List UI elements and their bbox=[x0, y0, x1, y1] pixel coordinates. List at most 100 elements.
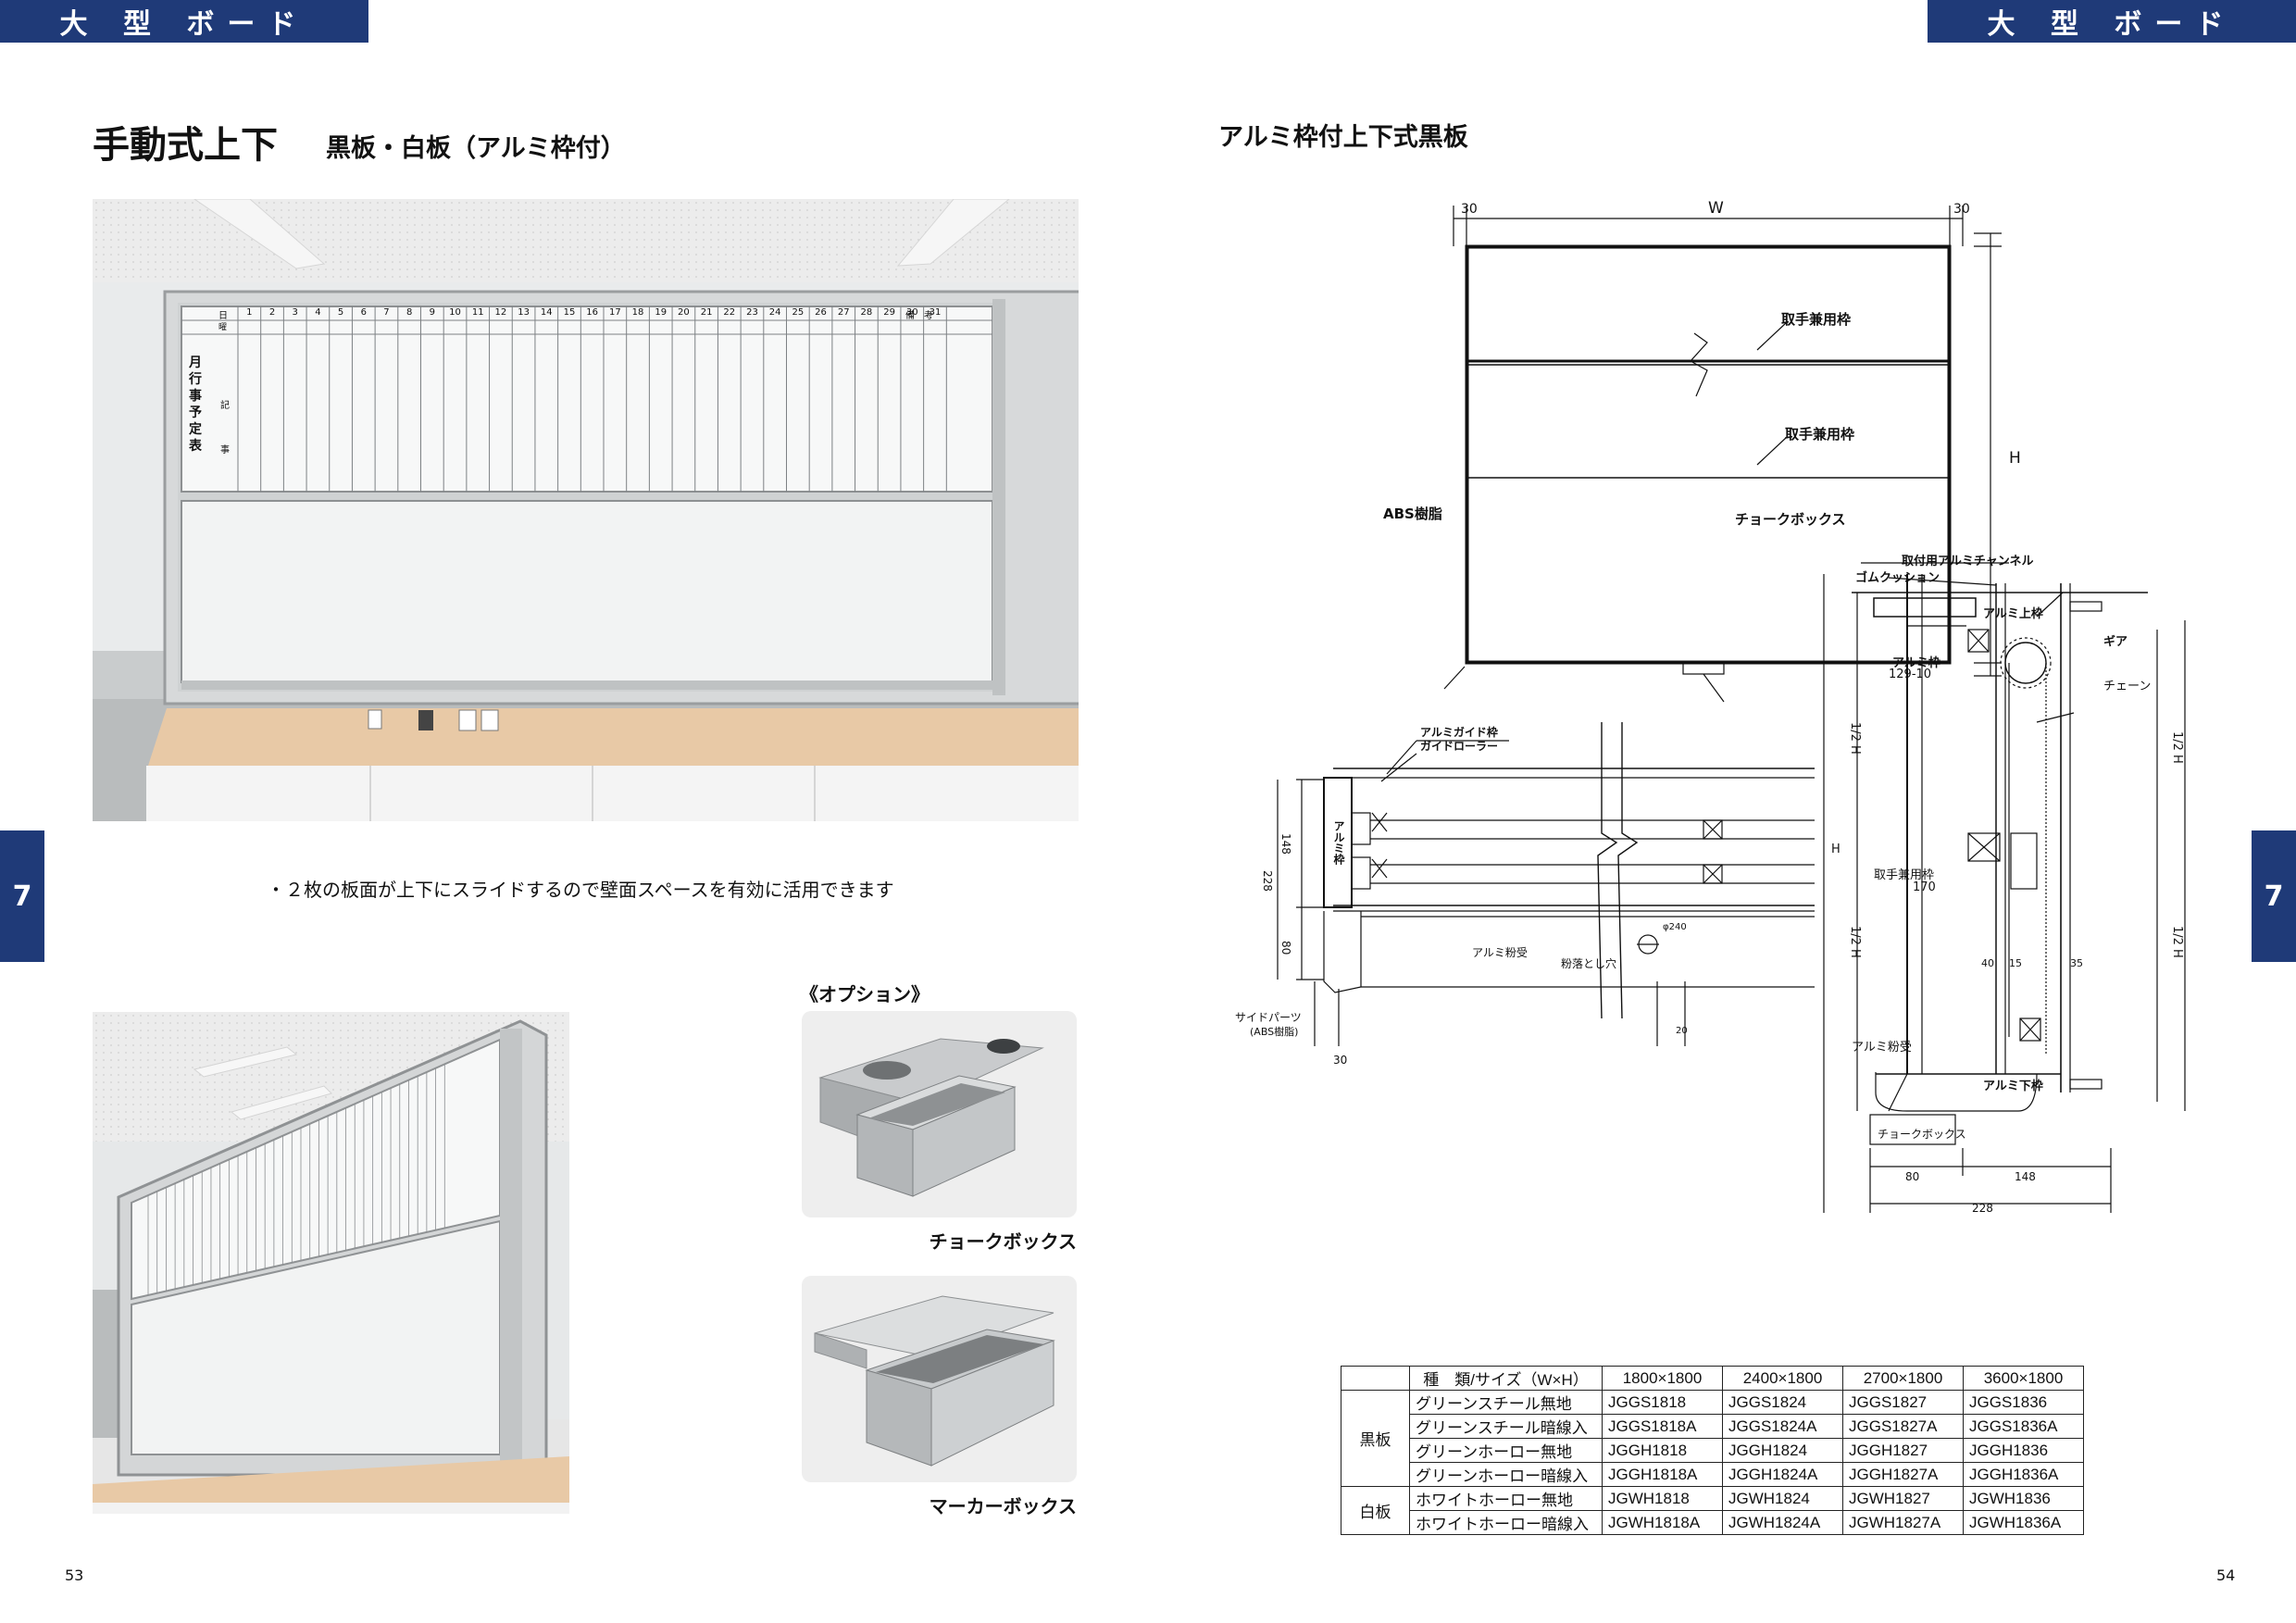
spec-table-cell: グリーンホーロー無地 bbox=[1409, 1438, 1603, 1463]
label-gear: ギア bbox=[2103, 635, 2128, 649]
label-dim-148: 148 bbox=[2015, 1170, 2036, 1183]
spec-table-cell: グリーンスチール暗線入 bbox=[1409, 1414, 1603, 1439]
chapter-tab-left: 7 bbox=[0, 830, 44, 962]
spec-table-cell: JGGH1818A bbox=[1602, 1462, 1723, 1487]
chapter-tab-right: 7 bbox=[2252, 830, 2296, 962]
spec-table-header-cell: 3600×1800 bbox=[1963, 1366, 2084, 1391]
schedule-day-label: 日 bbox=[218, 311, 228, 321]
schedule-day-number: 3 bbox=[292, 307, 298, 318]
spec-table-cell: JGWH1836A bbox=[1963, 1510, 2084, 1535]
spec-table-cell: JGWH1818 bbox=[1602, 1486, 1723, 1511]
label-powder-tray-plan: アルミ粉受 bbox=[1472, 946, 1528, 959]
spec-table-cell: グリーンホーロー暗線入 bbox=[1409, 1462, 1603, 1487]
label-half-h-4: 1/2 H bbox=[1848, 926, 1862, 958]
svg-text:30: 30 bbox=[1953, 202, 1970, 217]
spec-table-cell: JGGS1827A bbox=[1842, 1414, 1964, 1439]
label-dim-80-left: 80 bbox=[1279, 941, 1292, 955]
label-alu-frame-vertical: アルミ枠 bbox=[1332, 820, 1345, 865]
schedule-day-number: 19 bbox=[655, 307, 668, 318]
schedule-vertical-kiji: 記事 bbox=[220, 401, 230, 456]
label-chalk-box-small: チョークボックス bbox=[1878, 1128, 1966, 1141]
label-dim-148-left: 148 bbox=[1279, 833, 1292, 855]
schedule-youbi-label: 曜 bbox=[218, 323, 228, 332]
spec-table-cell: JGGH1824 bbox=[1722, 1438, 1843, 1463]
dim-w: W bbox=[1708, 199, 1724, 218]
header-tab-right: 大 型 ボード bbox=[1928, 0, 2296, 43]
spec-table-cell: グリーンスチール無地 bbox=[1409, 1390, 1603, 1415]
spec-table-cell: ホワイトホーロー暗線入 bbox=[1409, 1510, 1603, 1535]
schedule-day-number: 25 bbox=[792, 307, 805, 318]
drawing-title: アルミ枠付上下式黒板 bbox=[1218, 123, 1468, 152]
label-dim-15: 15 bbox=[2009, 957, 2022, 969]
schedule-day-number: 23 bbox=[746, 307, 758, 318]
spec-table-cell: JGWH1824 bbox=[1722, 1486, 1843, 1511]
label-alu-frame: アルミ枠 bbox=[1892, 656, 1940, 670]
label-dim-40: 40 bbox=[1981, 957, 1994, 969]
label-dim-h-section: H bbox=[1831, 843, 1841, 856]
schedule-day-number: 2 bbox=[268, 307, 276, 318]
schedule-day-number: 5 bbox=[337, 307, 344, 318]
schedule-vertical-title: 月行事予定表 bbox=[189, 356, 202, 454]
label-half-h-1: 1/2 H bbox=[2170, 731, 2184, 764]
schedule-day-number: 28 bbox=[860, 307, 873, 318]
label-phi: φ240 bbox=[1663, 922, 1687, 932]
dim-h: H bbox=[2009, 449, 2021, 468]
schedule-day-number: 20 bbox=[678, 307, 690, 318]
label-handle-frame-2: 取手兼用枠 bbox=[1785, 426, 1855, 443]
label-abs-resin: ABS樹脂 bbox=[1383, 506, 1442, 522]
perspective-board-photo bbox=[93, 1012, 569, 1514]
spec-table-cell: ホワイトホーロー無地 bbox=[1409, 1486, 1603, 1511]
spec-table-cell: JGGS1818A bbox=[1602, 1414, 1723, 1439]
label-channel: 取付用アルミチャンネル bbox=[1902, 555, 2034, 568]
chalk-box-image bbox=[818, 1038, 1044, 1197]
label-handle-170: 170 bbox=[1913, 880, 1936, 894]
page-number-right: 54 bbox=[2216, 1567, 2236, 1584]
schedule-day-number: 15 bbox=[563, 307, 576, 318]
label-dim-35: 35 bbox=[2070, 957, 2083, 969]
spec-table-cell: JGWH1818A bbox=[1602, 1510, 1723, 1535]
spec-table-cell: JGWH1827 bbox=[1842, 1486, 1964, 1511]
spec-table-cell: JGGH1824A bbox=[1722, 1462, 1843, 1487]
spec-table-cell: JGGS1824A bbox=[1722, 1414, 1843, 1439]
spec-table-header-cell: 1800×1800 bbox=[1602, 1366, 1723, 1391]
schedule-day-number: 12 bbox=[494, 307, 507, 318]
label-alu-powder-tray: アルミ粉受 bbox=[1852, 1041, 1912, 1055]
schedule-day-number: 11 bbox=[471, 307, 484, 318]
schedule-day-number: 30 bbox=[905, 307, 918, 318]
spec-table-group-cell: 黒板 bbox=[1341, 1390, 1410, 1487]
schedule-day-number: 9 bbox=[429, 307, 436, 318]
label-half-h-2: 1/2 H bbox=[2170, 926, 2184, 958]
label-half-h-3: 1/2 H bbox=[1848, 722, 1862, 755]
marker-box-caption: マーカーボックス bbox=[929, 1495, 1077, 1517]
schedule-day-number: 8 bbox=[406, 307, 413, 318]
label-guide-frame: アルミガイド枠 bbox=[1420, 726, 1498, 739]
spec-table-cell: JGWH1836 bbox=[1963, 1486, 2084, 1511]
spec-table-cell: JGGS1827 bbox=[1842, 1390, 1964, 1415]
schedule-day-number: 22 bbox=[723, 307, 736, 318]
marker-box-photo bbox=[802, 1276, 1077, 1482]
schedule-day-number: 31 bbox=[929, 307, 942, 318]
schedule-day-number: 4 bbox=[315, 307, 321, 318]
label-chain: チェーン bbox=[2103, 680, 2152, 693]
schedule-day-number: 26 bbox=[815, 307, 827, 318]
header-tab-left: 大 型 ボード bbox=[0, 0, 368, 43]
schedule-day-number: 18 bbox=[631, 307, 644, 318]
page-number-left: 53 bbox=[65, 1567, 84, 1584]
spec-table-cell: JGGH1836A bbox=[1963, 1462, 2084, 1487]
label-rubber-cushion: ゴムクッション bbox=[1855, 571, 1940, 585]
spec-table-header-cell: 種 類/サイズ（W×H） bbox=[1409, 1366, 1603, 1391]
schedule-day-number: 10 bbox=[449, 307, 461, 318]
spec-table-cell: JGGH1836 bbox=[1963, 1438, 2084, 1463]
schedule-day-number: 7 bbox=[383, 307, 390, 318]
schedule-day-number: 24 bbox=[768, 307, 781, 318]
spec-table-group-cell: 白板 bbox=[1341, 1486, 1410, 1535]
perspective-photo-board bbox=[93, 1012, 569, 1514]
label-dim-80: 80 bbox=[1905, 1170, 1920, 1183]
